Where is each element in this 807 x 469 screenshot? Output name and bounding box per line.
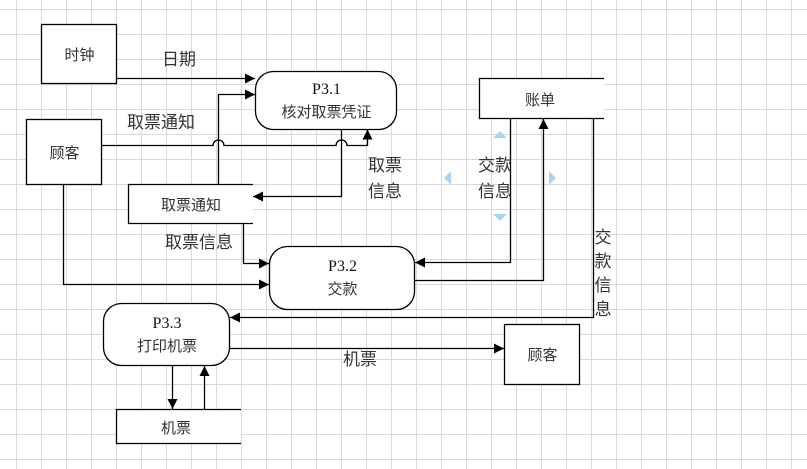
selection-handles[interactable]	[444, 131, 556, 221]
entity-customer-in-box[interactable]	[25, 118, 103, 186]
store-notice-shape[interactable]	[127, 183, 254, 225]
flow-label-payment-info-selected[interactable]: 交款 信息	[478, 156, 512, 202]
process-p33-box[interactable]	[102, 302, 231, 367]
handle-left	[444, 171, 451, 185]
flow-label-ticket[interactable]: 机票	[343, 350, 377, 370]
flow-label-payment-info-vertical[interactable]: 交款信息	[594, 228, 612, 320]
handle-top	[493, 131, 507, 138]
flow-bill-to-p32[interactable]	[415, 119, 512, 268]
store-ticket-label: 机票	[160, 418, 191, 437]
entity-clock-label: 时钟	[64, 45, 95, 64]
process-p33-label: P3.3 打印机票	[104, 304, 230, 365]
process-p33-name: 打印机票	[136, 336, 197, 355]
process-p31-box[interactable]	[254, 70, 398, 131]
flow-p31-to-notice[interactable]	[253, 130, 343, 202]
entity-customer-out-label: 顾客	[527, 346, 558, 364]
flow-label-pickup-notice[interactable]: 取票通知	[127, 113, 195, 133]
flow-notice-to-p32[interactable]	[242, 224, 270, 269]
process-p32-name: 交款	[327, 280, 358, 298]
process-p32-label: P3.2 交款	[270, 247, 415, 309]
flow-label-pickup-info-right[interactable]: 取票 信息	[368, 156, 402, 202]
process-p32-box[interactable]	[268, 245, 416, 311]
process-p31-name: 核对取票凭证	[281, 102, 372, 121]
store-notice-label: 取票通知	[160, 196, 221, 214]
flow-bill-to-p33[interactable]	[230, 119, 595, 323]
flow-p32-to-bill[interactable]	[415, 119, 549, 282]
store-bill-label: 账单	[524, 90, 555, 109]
flow-label-pickup-info-left[interactable]: 取票信息	[165, 233, 233, 253]
flow-label-date[interactable]: 日期	[162, 50, 196, 70]
store-bill-shape[interactable]	[478, 77, 605, 120]
handle-right	[549, 171, 556, 185]
flow-customer-to-p32[interactable]	[62, 185, 270, 290]
entity-clock-box[interactable]	[40, 23, 118, 85]
entity-customer-in-label: 顾客	[49, 143, 80, 162]
store-ticket-shape[interactable]	[115, 408, 242, 445]
entity-customer-out-box[interactable]	[503, 323, 581, 386]
handle-bottom	[493, 214, 507, 221]
flow-customer-to-p31[interactable]	[102, 129, 373, 147]
flow-notice-to-p31[interactable]	[217, 89, 256, 185]
process-p32-id: P3.2	[328, 258, 357, 275]
process-p33-id: P3.3	[152, 314, 182, 332]
process-p31-id: P3.1	[312, 80, 341, 98]
process-p31-label: P3.1 核对取票凭证	[256, 72, 397, 129]
